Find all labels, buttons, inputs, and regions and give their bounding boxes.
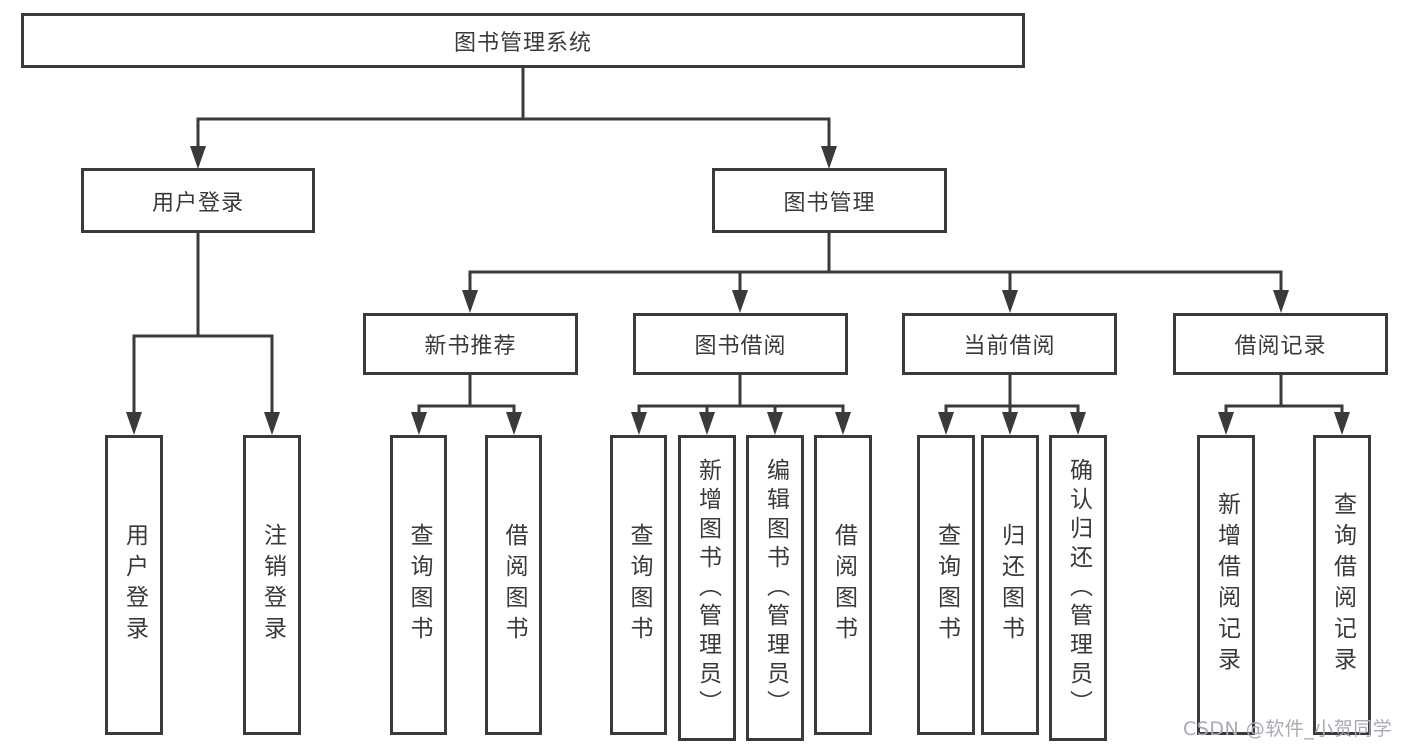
leaf-borrow-query-books-label: 查询图书 — [626, 523, 652, 647]
arrowhead-bbadd — [699, 412, 715, 435]
leaf-current-return-books: 归还图书 — [981, 435, 1039, 735]
arrowhead-bbborrow — [835, 412, 851, 435]
node-borrow-record-label: 借阅记录 — [1234, 334, 1327, 359]
node-current-borrow-label: 当前借阅 — [963, 334, 1056, 359]
arrowhead-brquery — [1334, 412, 1350, 435]
leaf-newbook-borrow-books-label: 借阅图书 — [501, 523, 527, 647]
leaf-current-confirm-return-admin: 确认归还（管理员） — [1049, 435, 1107, 741]
leaf-current-return-books-label: 归还图书 — [997, 523, 1024, 647]
node-book-borrow-label: 图书借阅 — [694, 334, 787, 359]
leaf-borrow-query-books: 查询图书 — [610, 435, 667, 735]
leaf-user-login-label: 用户登录 — [121, 523, 148, 647]
leaf-current-confirm-return-admin-label: 确认归还（管理员） — [1065, 457, 1092, 719]
arrowhead-cbreturn — [1002, 412, 1018, 435]
leaf-newbook-query-books: 查询图书 — [390, 435, 447, 735]
leaf-logout-label: 注销登录 — [259, 523, 286, 647]
arrowhead-cbquery — [938, 412, 954, 435]
leaf-borrow-add-books-admin-label: 新增图书（管理员） — [694, 457, 721, 719]
leaf-borrow-edit-books-admin: 编辑图书（管理员） — [746, 435, 804, 741]
arrowhead-bbedit — [767, 412, 783, 435]
arrowhead-nbquery — [411, 412, 427, 435]
leaf-user-login: 用户登录 — [105, 435, 163, 735]
leaf-record-query-borrow-record: 查询借阅记录 — [1313, 435, 1371, 735]
leaf-record-add-borrow-record-label: 新增借阅记录 — [1213, 492, 1240, 678]
node-book-borrow: 图书借阅 — [633, 313, 848, 375]
arrowhead-borrowrecord — [1273, 290, 1289, 313]
leaf-newbook-query-books-label: 查询图书 — [406, 523, 432, 647]
leaf-newbook-borrow-books: 借阅图书 — [485, 435, 542, 735]
node-borrow-record: 借阅记录 — [1173, 313, 1388, 375]
arrowhead-userlogin — [190, 146, 206, 169]
node-book-management-label: 图书管理 — [783, 190, 876, 216]
arrowhead-bookborrow — [732, 290, 748, 313]
node-root: 图书管理系统 — [21, 13, 1025, 68]
arrowhead-newbook — [462, 290, 478, 313]
leaf-record-query-borrow-record-label: 查询借阅记录 — [1329, 492, 1356, 678]
arrowhead-currentborrow — [1002, 290, 1018, 313]
leaf-current-query-books-label: 查询图书 — [933, 523, 960, 647]
leaf-record-add-borrow-record: 新增借阅记录 — [1197, 435, 1255, 735]
leaf-borrow-add-books-admin: 新增图书（管理员） — [678, 435, 736, 741]
node-user-login-label: 用户登录 — [151, 190, 244, 216]
node-user-login: 用户登录 — [81, 168, 315, 233]
leaf-borrow-borrow-books-label: 借阅图书 — [830, 523, 857, 647]
leaf-current-query-books: 查询图书 — [917, 435, 975, 735]
arrowhead-login — [126, 412, 142, 435]
leaf-borrow-edit-books-admin-label: 编辑图书（管理员） — [762, 457, 789, 719]
arrowhead-bradd — [1218, 412, 1234, 435]
node-new-book-recommend-label: 新书推荐 — [424, 334, 517, 359]
watermark-text: CSDN @软件_小贺同学 — [1183, 718, 1393, 740]
arrowhead-logout — [264, 412, 280, 435]
arrowhead-bbquery — [631, 412, 647, 435]
leaf-borrow-borrow-books: 借阅图书 — [814, 435, 872, 735]
arrowhead-cbconfirm — [1070, 412, 1086, 435]
node-new-book-recommend: 新书推荐 — [363, 313, 578, 375]
node-current-borrow: 当前借阅 — [902, 313, 1117, 375]
arrowhead-nbborrow — [506, 412, 522, 435]
arrowhead-bookmgmt — [821, 146, 837, 169]
leaf-logout: 注销登录 — [243, 435, 301, 735]
node-root-label: 图书管理系统 — [453, 30, 592, 56]
node-book-management: 图书管理 — [712, 168, 947, 233]
